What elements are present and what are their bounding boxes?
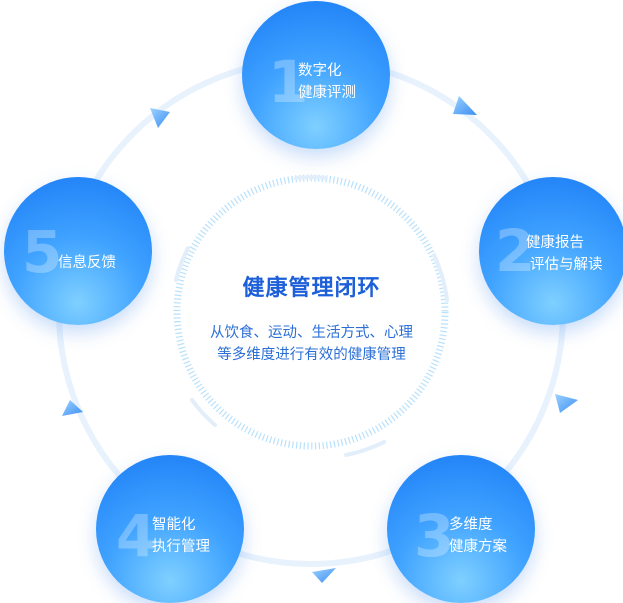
step-number: 5: [22, 218, 63, 286]
inner-arc-segments: [174, 175, 449, 457]
step-label-line1: 智能化: [152, 517, 196, 533]
step-number: 4: [116, 502, 157, 570]
step-label-line1: 信息反馈: [58, 255, 116, 271]
arrow-5-to-1-icon: [150, 108, 170, 128]
inner-tick-ring: [173, 174, 449, 450]
cycle-description-line2: 等多维度进行有效的健康管理: [217, 347, 406, 363]
step-label-line1: 健康报告: [526, 235, 584, 251]
cycle-title: 健康管理闭环: [242, 276, 381, 301]
step-number: 1: [268, 48, 309, 116]
step-node-3[interactable]: 3 多维度 健康方案: [387, 455, 535, 603]
step-label-line2: 健康方案: [449, 539, 507, 555]
step-label-line2: 评估与解读: [530, 257, 603, 273]
arrow-2-to-3-icon: [555, 394, 578, 413]
step-number: 2: [495, 217, 536, 285]
step-label-line1: 多维度: [449, 517, 493, 533]
step-node-4[interactable]: 4 智能化 执行管理: [96, 455, 244, 603]
step-number: 3: [414, 502, 455, 570]
step-label-line2: 执行管理: [152, 539, 210, 555]
cycle-description-line1: 从饮食、运动、生活方式、心理: [210, 325, 413, 341]
step-label-line1: 数字化: [298, 63, 342, 79]
arrow-3-to-4-icon: [312, 568, 336, 583]
arrow-4-to-5-icon: [62, 400, 83, 416]
arrow-1-to-2-icon: [453, 96, 477, 115]
step-node-5[interactable]: 5 信息反馈: [4, 177, 152, 325]
step-label-line2: 健康评测: [298, 85, 356, 101]
step-node-1[interactable]: 1 数字化 健康评测: [242, 1, 390, 149]
step-node-2[interactable]: 2 健康报告 评估与解读: [479, 177, 623, 325]
direction-arrows: [62, 96, 578, 583]
